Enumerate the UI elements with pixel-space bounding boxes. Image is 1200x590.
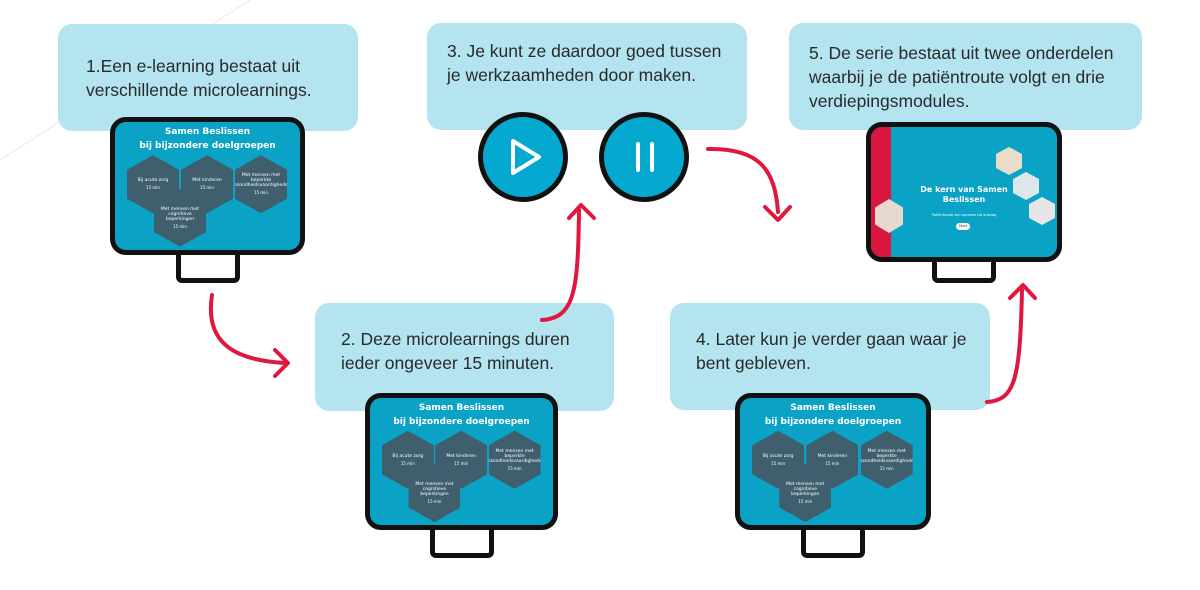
screen-subtitle: bij bijzondere doelgroepen	[393, 417, 530, 427]
monitor-stand	[175, 255, 240, 283]
module-duration: 15 min	[454, 460, 469, 466]
module-tile[interactable]: Met mensen met cognitieve beperkingen 15…	[779, 464, 832, 522]
module-label: Met mensen met cognitieve beperkingen	[415, 482, 454, 497]
monitor-step-2: Samen Beslissen bij bijzondere doelgroep…	[365, 393, 558, 558]
module-duration: 15 min	[146, 185, 160, 191]
module-duration: 15 min	[427, 499, 442, 504]
module-duration: 15 min	[400, 460, 415, 466]
monitor-stand	[932, 262, 996, 283]
screen-title: Samen Beslissen	[790, 403, 876, 413]
pause-icon	[636, 142, 654, 172]
module-duration: 15 min	[507, 465, 522, 471]
monitor-screen: De kern van Samen Beslissen Patiëntroute…	[866, 122, 1062, 262]
monitor-screen: Samen Beslissen bij bijzondere doelgroep…	[735, 393, 931, 530]
monitor-stand	[429, 530, 494, 558]
step-1-text: 1.Een e-learning bestaat uit verschillen…	[86, 55, 312, 100]
module-duration: 15 min	[254, 190, 268, 196]
module-tile[interactable]: Met kinderen 15 min	[806, 430, 859, 489]
monitor-step-4: Samen Beslissen bij bijzondere doelgroep…	[735, 393, 931, 558]
module-duration: 15 min	[173, 223, 187, 229]
photo-hex	[875, 199, 903, 233]
monitor-screen: Samen Beslissen bij bijzondere doelgroep…	[110, 117, 305, 255]
monitor-screen: Samen Beslissen bij bijzondere doelgroep…	[365, 393, 558, 530]
step-3-box: 3. Je kunt ze daardoor goed tussen je we…	[427, 23, 747, 130]
module-label: Met mensen met cognitieve beperkingen	[786, 482, 825, 497]
monitor-step-1: Samen Beslissen bij bijzondere doelgroep…	[110, 117, 305, 283]
step-3-text: 3. Je kunt ze daardoor goed tussen je we…	[447, 41, 722, 85]
module-label: Met mensen met beperkte gezondheidsvaard…	[856, 448, 917, 464]
screen-subtitle: bij bijzondere doelgroepen	[139, 141, 276, 151]
module-duration: 15 min	[771, 460, 786, 466]
screen-subtitle: Patiëntroute van opname tot ontslag	[931, 213, 997, 217]
play-icon	[511, 139, 541, 175]
step-2-text: 2. Deze microlearnings duren ieder ongev…	[341, 329, 570, 373]
red-sidebar	[871, 127, 891, 257]
module-duration: 15 min	[879, 465, 894, 471]
step-5-box: 5. De serie bestaat uit twee onderdelen …	[789, 23, 1142, 130]
play-button[interactable]	[478, 112, 568, 202]
module-label: Met mensen met beperkte gezondheidsvaard…	[484, 448, 545, 464]
module-tile[interactable]: Met mensen met beperkte gezondheidsvaard…	[860, 430, 913, 489]
start-button[interactable]: Start	[956, 223, 970, 230]
module-duration: 15 min	[798, 499, 813, 504]
module-label: Met kinderen	[817, 453, 848, 459]
step-4-box: 4. Later kun je verder gaan waar je bent…	[670, 303, 990, 410]
module-label: Met mensen met beperkte gezondheidsvaard…	[231, 173, 291, 189]
module-label: Met mensen met cognitieve beperkingen	[160, 206, 200, 222]
pause-button[interactable]	[599, 112, 689, 202]
photo-hex	[996, 147, 1022, 175]
photo-hex	[1029, 197, 1055, 225]
module-label: Bij acute zorg	[762, 453, 794, 459]
screen-title: Samen Beslissen	[164, 127, 251, 137]
module-label: Bij acute zorg	[392, 453, 424, 459]
screen-subtitle: bij bijzondere doelgroepen	[764, 417, 902, 427]
module-duration: 15 min	[825, 460, 840, 466]
module-tile[interactable]: Met mensen met beperkte gezondheidsvaard…	[235, 155, 287, 214]
module-duration: 15 min	[200, 185, 214, 191]
module-tile[interactable]: Met mensen met cognitieve beperkingen 15…	[154, 188, 206, 247]
module-label: Met kinderen	[446, 453, 476, 459]
module-label: Bij acute zorg	[137, 178, 169, 184]
step-4-text: 4. Later kun je verder gaan waar je bent…	[696, 329, 967, 373]
monitor-step-5: De kern van Samen Beslissen Patiëntroute…	[866, 122, 1062, 283]
screen-title: De kern van Samen Beslissen	[920, 185, 1008, 204]
module-tile[interactable]: Met mensen met beperkte gezondheidsvaard…	[488, 430, 541, 489]
step-1-box: 1.Een e-learning bestaat uit verschillen…	[58, 24, 358, 131]
module-label: Met kinderen	[192, 178, 222, 184]
monitor-stand	[801, 530, 865, 558]
screen-title: Samen Beslissen	[418, 403, 505, 413]
step-5-text: 5. De serie bestaat uit twee onderdelen …	[809, 42, 1114, 111]
